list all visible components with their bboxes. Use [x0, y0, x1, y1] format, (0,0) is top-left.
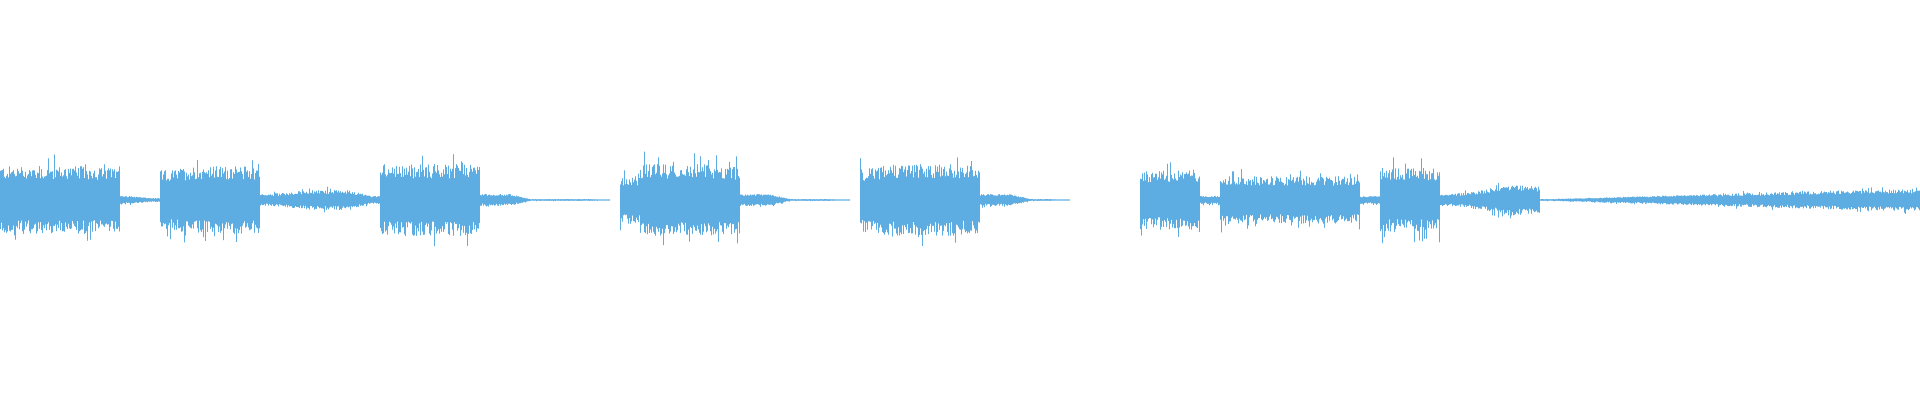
waveform-amplitude-path	[0, 151, 1920, 247]
